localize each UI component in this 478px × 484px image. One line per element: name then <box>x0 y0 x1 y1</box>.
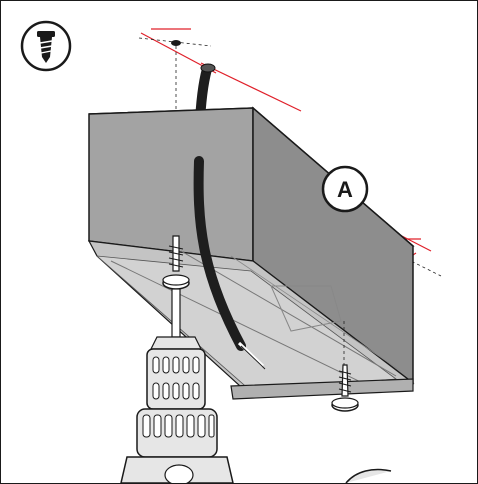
power-drill <box>120 288 234 483</box>
screw-left <box>162 235 190 290</box>
tool-fragment <box>345 468 392 483</box>
callout-a-label: A <box>337 177 353 202</box>
cable-inside <box>193 156 266 370</box>
screw-icon <box>20 20 72 72</box>
callout-a: A <box>321 165 369 213</box>
screw-right <box>331 364 359 412</box>
